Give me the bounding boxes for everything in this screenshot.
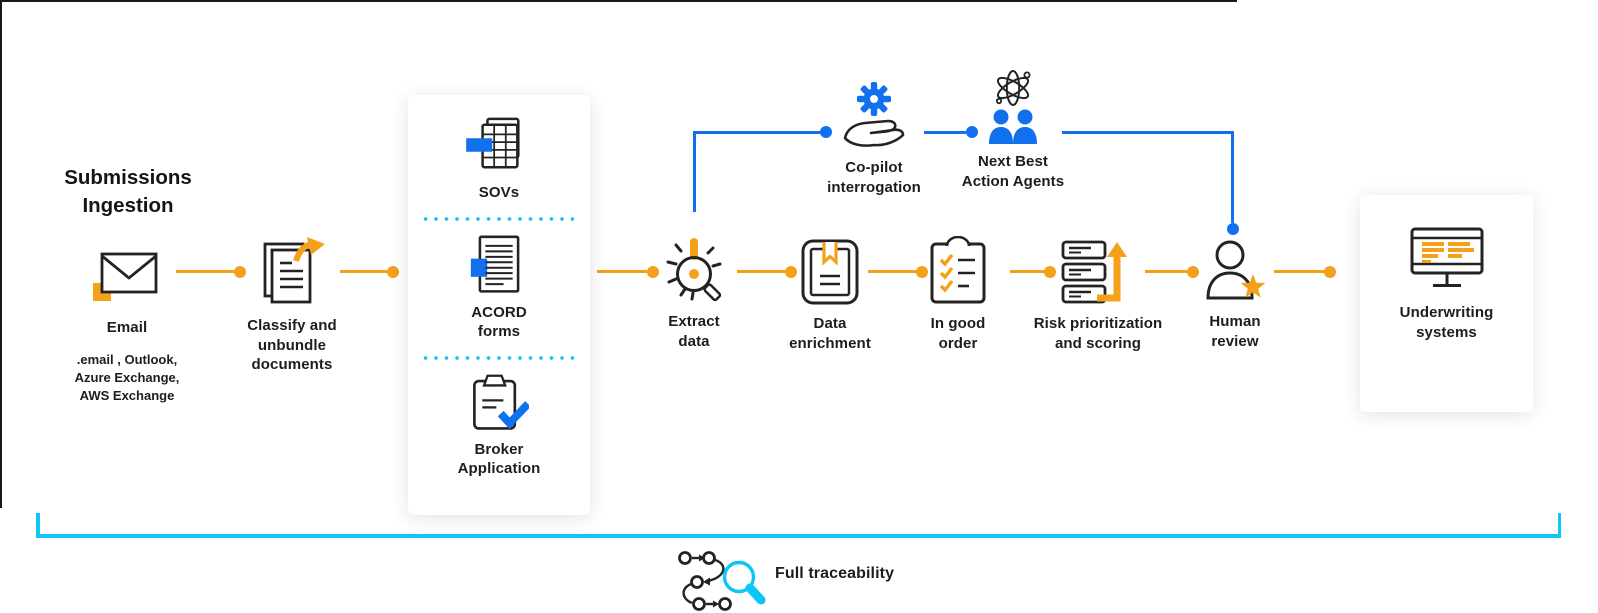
broker-application-icon [473, 374, 529, 430]
copilot-branch-line-mid [924, 131, 966, 134]
email-sources-note: .email , Outlook, Azure Exchange, AWS Ex… [74, 351, 180, 404]
diagram-title: Submissions Ingestion [64, 166, 192, 217]
connector-dot [647, 266, 659, 278]
copilot-gear-hand-icon [843, 82, 905, 147]
copilot-branch-line-vertical-right [1231, 131, 1234, 223]
classify-label: Classify and unbundle documents [247, 317, 337, 373]
email-node: Email .email , Outlook, Azure Exchange, … [52, 245, 202, 406]
human-review-node: Human review [1175, 240, 1295, 351]
risk-prioritization-icon [1061, 240, 1127, 304]
copilot-branch-line-vertical-left [693, 131, 696, 212]
copilot-branch-dot [966, 126, 978, 138]
in-good-order-label: In good order [930, 315, 986, 352]
email-icon [93, 252, 158, 301]
classify-node: Classify and unbundle documents [222, 236, 362, 375]
copilot-interrogation-node: Co-pilot interrogation [814, 82, 934, 197]
human-review-icon [1206, 240, 1266, 300]
underwriting-systems-panel: Underwriting systems [1360, 195, 1533, 412]
top-border-line [0, 0, 1237, 2]
copilot-branch-line-horizontal [693, 131, 821, 134]
connector-dot [387, 266, 399, 278]
underwriting-systems-icon [1410, 227, 1483, 287]
connector-dot [234, 266, 246, 278]
connector-line [1274, 270, 1324, 273]
risk-prioritization-label: Risk prioritization and scoring [1033, 315, 1163, 352]
next-best-action-node: Next Best Action Agents [943, 70, 1083, 191]
traceability-bracket-line [36, 534, 1561, 538]
data-enrichment-label: Data enrichment [789, 315, 871, 352]
copilot-branch-dot [820, 126, 832, 138]
acord-forms-icon [470, 235, 520, 293]
connector-line [1010, 270, 1044, 273]
traceability-bracket-tick-right [1557, 513, 1561, 537]
data-enrichment-node: Data enrichment [770, 238, 890, 353]
extract-data-label: Extract data [668, 313, 720, 350]
connector-line [176, 270, 234, 273]
extract-data-icon [666, 238, 722, 302]
in-good-order-icon [930, 236, 986, 304]
connector-line [1145, 270, 1187, 273]
connector-line [737, 270, 785, 273]
next-best-action-icon [989, 70, 1037, 144]
full-traceability-label: Full traceability [775, 565, 895, 582]
in-good-order-node: In good order [898, 236, 1018, 353]
full-traceability-icon [678, 551, 766, 611]
copilot-interrogation-label: Co-pilot interrogation [827, 159, 921, 196]
documents-panel: SOVs ACORD forms Broker Application [408, 95, 590, 515]
connector-dot [785, 266, 797, 278]
connector-dot [1187, 266, 1199, 278]
sovs-icon [466, 117, 520, 169]
data-enrichment-icon [801, 239, 859, 305]
connector-line [340, 270, 387, 273]
dotted-divider [424, 216, 574, 221]
sovs-label: SOVs [478, 184, 520, 201]
broker-application-label: Broker Application [457, 440, 541, 478]
connector-line [868, 270, 916, 273]
acord-forms-label: ACORD forms [471, 303, 527, 341]
copilot-branch-line-right [1062, 131, 1234, 134]
classify-documents-icon [263, 237, 325, 304]
email-label: Email [106, 319, 148, 336]
risk-prioritization-node: Risk prioritization and scoring [1013, 240, 1183, 353]
extract-data-node: Extract data [634, 228, 754, 351]
connector-dot [916, 266, 928, 278]
underwriting-systems-label: Underwriting systems [1399, 304, 1494, 341]
connector-line [597, 270, 647, 273]
dotted-divider [424, 355, 574, 360]
connector-dot [1324, 266, 1336, 278]
connector-dot [1044, 266, 1056, 278]
left-border-line [0, 0, 2, 508]
copilot-branch-dot [1227, 223, 1239, 235]
human-review-label: Human review [1209, 313, 1261, 350]
traceability-bracket-tick-left [36, 513, 40, 537]
next-best-action-label: Next Best Action Agents [961, 153, 1065, 190]
